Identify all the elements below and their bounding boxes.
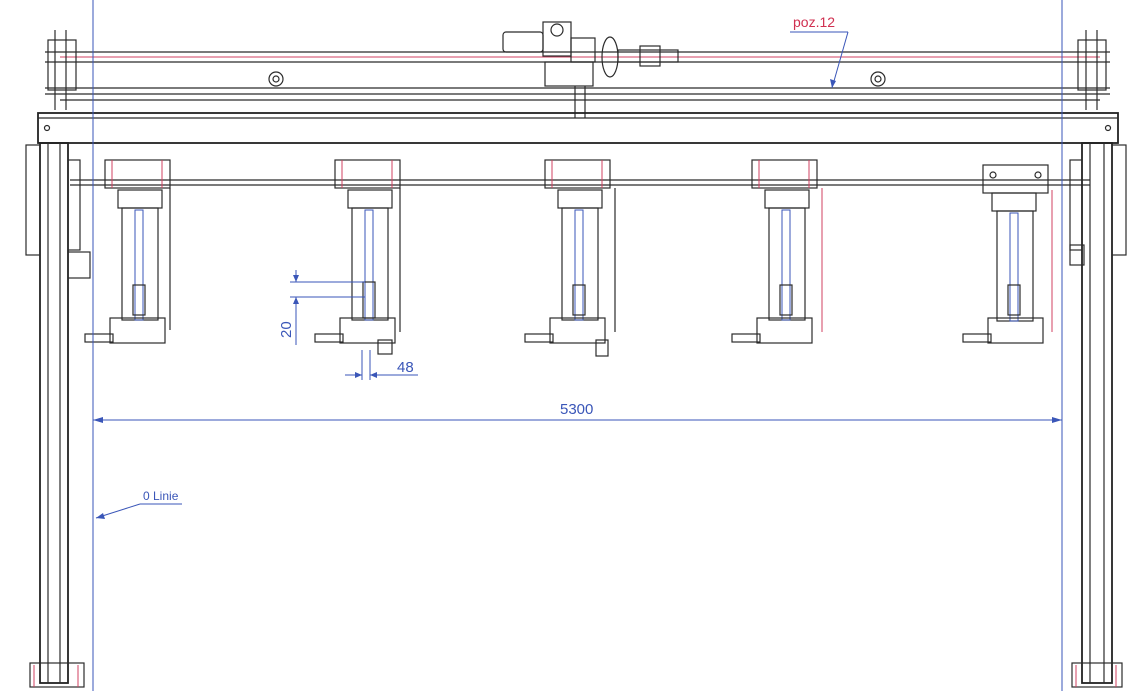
right-column-top [1077, 30, 1107, 110]
span-label: 5300 [560, 401, 593, 418]
dim-20-label: 20 [278, 321, 295, 338]
top-rail [45, 51, 1110, 101]
left-column [25, 142, 91, 688]
span-dimension: 5300 [93, 401, 1062, 423]
zero-line-label: 0 Linie [143, 489, 179, 503]
horizontal-offset-dimension: 48 [345, 350, 418, 380]
drive-motor [502, 21, 679, 118]
unit-4 [731, 159, 823, 344]
vertical-offset-dimension: 20 [278, 270, 365, 345]
right-column [1069, 142, 1127, 688]
unit-5 [962, 164, 1053, 344]
unit-3 [524, 159, 616, 357]
left-column-top [47, 30, 77, 110]
main-beam [37, 112, 1119, 186]
dim-48-label: 48 [397, 359, 414, 376]
poz-label: poz.12 [793, 14, 835, 30]
unit-1 [84, 159, 171, 344]
zero-line-callout: 0 Linie [95, 489, 182, 519]
position-callout: poz.12 [790, 14, 849, 89]
unit-2 [314, 159, 401, 355]
